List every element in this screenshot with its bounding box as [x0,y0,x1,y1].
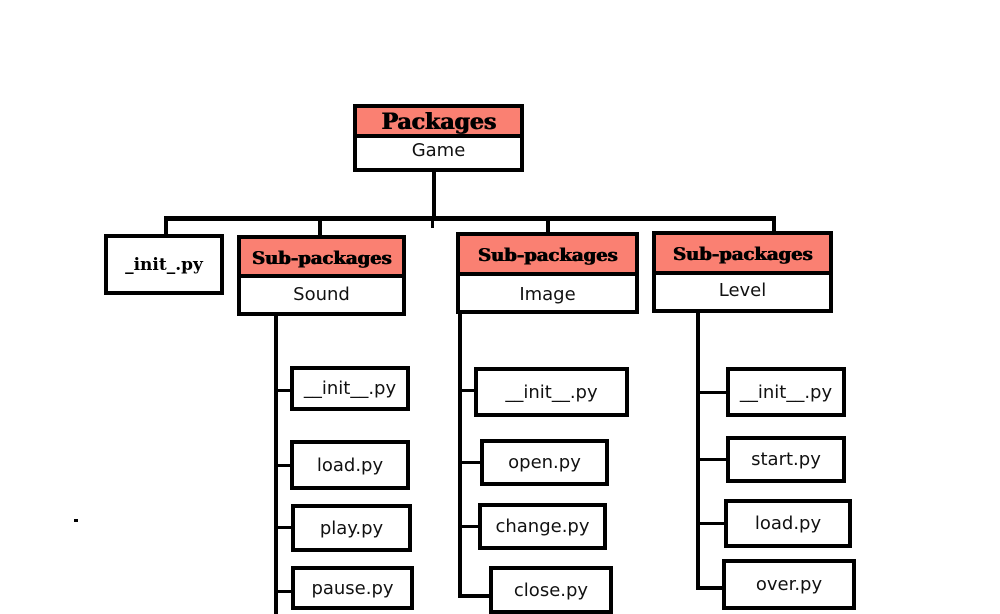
image-file-change: change.py [478,503,607,550]
level-branch-2 [696,458,728,461]
image-trunk [458,312,462,598]
subpackage-sound-header: Sub-packages [241,239,402,278]
level-file-load: load.py [724,499,852,548]
subpackage-image-header: Sub-packages [460,236,635,276]
image-branch-4 [458,594,492,598]
subpackage-image-box: Sub-packages Image [456,232,639,314]
branch-drop-image [546,216,550,234]
subpackage-sound-box: Sub-packages Sound [237,235,406,316]
sound-branch-1 [274,389,292,392]
level-branch-4 [696,586,724,590]
image-file-close: close.py [489,566,613,614]
subpackage-sound-name: Sound [293,284,350,305]
branch-drop-level [772,216,776,232]
init-file-box: _init_.py [104,234,224,295]
root-connector [432,170,436,218]
subpackage-image-name: Image [519,284,576,305]
root-package-header: Packages [357,108,520,138]
sound-file-load: load.py [290,440,410,490]
image-branch-3 [458,525,480,528]
sound-file-init: __init__.py [290,366,410,411]
subpackage-level-name: Level [718,280,767,301]
sound-file-play: play.py [291,504,412,552]
level-trunk [696,312,700,590]
branch-drop-sound [318,216,322,236]
sound-branch-2 [274,464,296,467]
branch-drop-init [164,216,168,236]
subpackage-level-header: Sub-packages [656,235,829,275]
image-branch-2 [458,461,482,464]
image-branch-1 [458,389,476,392]
level-file-over: over.py [722,559,856,610]
root-package-box: Packages Game [353,104,524,172]
level-file-start: start.py [726,436,846,483]
subpackage-level-box: Sub-packages Level [652,231,833,313]
stray-dot [74,519,78,522]
image-file-open: open.py [480,439,609,486]
sound-branch-4 [274,590,294,593]
image-file-init: __init__.py [474,367,629,417]
sound-file-pause: pause.py [291,566,414,610]
level-file-init: __init__.py [726,367,846,417]
branch-bar [164,216,776,221]
sound-branch-3 [274,526,294,529]
branch-tick [431,216,434,228]
level-branch-1 [696,391,728,394]
level-branch-3 [696,522,726,525]
root-package-name: Game [411,140,466,161]
